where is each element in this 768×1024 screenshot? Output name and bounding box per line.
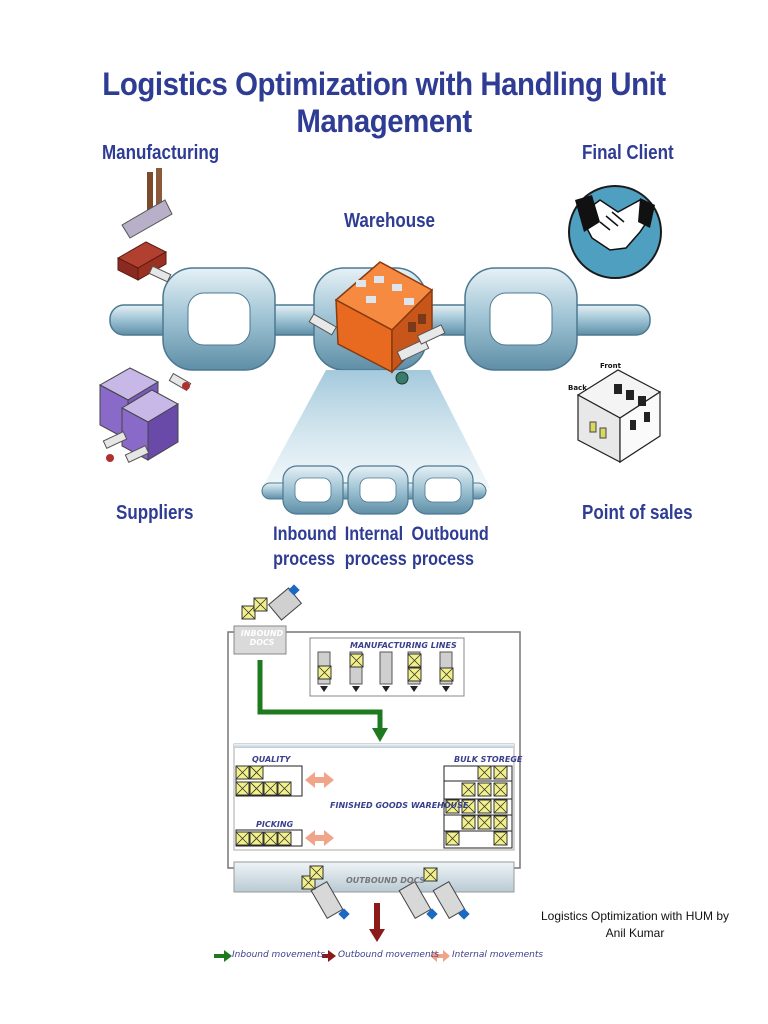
crate-cross [263, 781, 278, 796]
crate-cross [241, 605, 256, 620]
crate-cross [445, 831, 460, 846]
caption-line-1: Logistics Optimization with HUM by [540, 909, 730, 923]
crate-cross [461, 782, 476, 797]
label-inbound-process: Inbound process [273, 524, 337, 570]
crate-cross [493, 831, 508, 846]
crate-cross [277, 831, 292, 846]
inbound-docs-label: INBOUND DOCS [240, 629, 284, 647]
crate-cross [477, 782, 492, 797]
crate-cross [249, 765, 264, 780]
legend-marks [214, 950, 450, 962]
crate-cross [235, 831, 250, 846]
crate-cross [309, 865, 324, 880]
outbound-docs-label: OUTBOUND DOCS [346, 876, 426, 885]
crate-cross [235, 781, 250, 796]
crate-cross [407, 653, 422, 668]
suppliers-icon [98, 367, 192, 463]
store-front-label: Front [600, 362, 621, 370]
label-warehouse: Warehouse [344, 210, 436, 232]
crate-cross [439, 667, 454, 682]
crate-cross [423, 867, 438, 882]
crate-cross [317, 665, 332, 680]
picking-label: PICKING [256, 820, 294, 829]
store-icon [576, 369, 662, 464]
process-chain [261, 465, 487, 515]
crate-cross [493, 782, 508, 797]
crate-cross [477, 799, 492, 814]
crate-cross [263, 831, 278, 846]
crate-cross [349, 653, 364, 668]
crate-cross [445, 799, 460, 814]
label-suppliers: Suppliers [116, 502, 194, 524]
crate-cross [493, 815, 508, 830]
bulk-storage-label: BULK STOREGE [454, 755, 523, 764]
crate-cross [461, 815, 476, 830]
label-outbound-process: Outbound process [411, 524, 489, 570]
crate-cross [493, 799, 508, 814]
crate-cross [477, 815, 492, 830]
finished-goods-label: FINISHED GOODS WAREHOUSE [330, 801, 469, 810]
label-manufacturing: Manufacturing [102, 142, 220, 164]
crate-cross [235, 765, 250, 780]
factory-icon [116, 168, 173, 283]
legend-outbound: Outbound movements [338, 950, 439, 960]
crate-cross [477, 765, 492, 780]
legend-internal: Internal movements [452, 950, 544, 960]
manufacturing-lines-label: MANUFACTURING LINES [350, 641, 457, 650]
caption: Logistics Optimization with HUM by Anil … [530, 908, 740, 942]
label-final-client: Final Client [582, 142, 674, 164]
legend-inbound: Inbound movements [232, 950, 325, 960]
crate-cross [493, 765, 508, 780]
quality-label: QUALITY [252, 755, 291, 764]
caption-line-2: Anil Kumar [605, 926, 665, 940]
crate-cross [461, 799, 476, 814]
handshake-icon [568, 185, 662, 279]
crate-cross [253, 597, 268, 612]
label-internal-process: Internal process [344, 524, 407, 570]
crate-cross [249, 831, 264, 846]
crate-cross [249, 781, 264, 796]
warehouse-beam [262, 370, 490, 488]
store-back-label: Back [568, 384, 587, 392]
warehouse-building-icon [308, 261, 446, 385]
label-point-of-sales: Point of sales [582, 502, 693, 524]
page-title: Logistics Optimization with Handling Uni… [102, 66, 666, 139]
crate-cross [277, 781, 292, 796]
crate-cross [407, 667, 422, 682]
crate-boxes [235, 597, 508, 890]
